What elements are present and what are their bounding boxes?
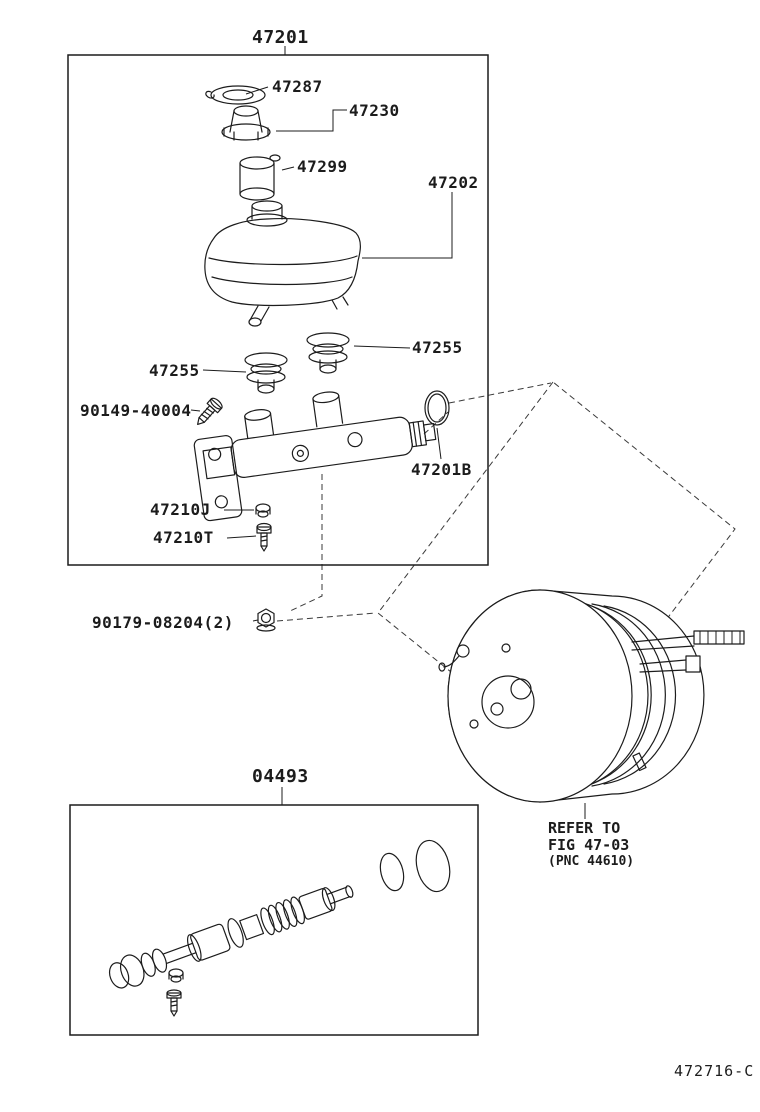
part-label-47299[interactable]: 47299 <box>297 157 348 176</box>
refer-note-line2: FIG 47-03 <box>548 836 630 854</box>
filter-drawing <box>239 154 281 201</box>
diagram-code: 472716-C <box>674 1062 755 1080</box>
master-cylinder-drawing <box>193 391 437 522</box>
grommet-upper-drawing <box>306 332 350 374</box>
reservoir-cap-drawing <box>221 105 271 141</box>
brake-booster-drawing <box>438 589 745 803</box>
part-label-47255-upper[interactable]: 47255 <box>412 338 463 357</box>
part-label-47210J[interactable]: 47210J <box>150 500 211 519</box>
repair-kit-drawing <box>108 839 451 989</box>
part-label-47202[interactable]: 47202 <box>428 173 479 192</box>
grommet-lower-drawing <box>244 352 288 394</box>
screw-drawing <box>256 522 272 552</box>
leader-lines <box>190 46 586 819</box>
reservoir-drawing <box>204 200 361 327</box>
part-label-47230[interactable]: 47230 <box>349 101 400 120</box>
refer-note-line3: (PNC 44610) <box>548 854 635 869</box>
bleeder-screw-drawing <box>197 397 223 426</box>
refer-note-line1: REFER TO <box>548 819 621 837</box>
nut-drawing <box>256 608 276 632</box>
part-label-47255-lower[interactable]: 47255 <box>149 361 200 380</box>
refer-note[interactable]: REFER TO FIG 47-03 (PNC 44610) <box>548 820 634 870</box>
part-label-47201B[interactable]: 47201B <box>411 460 472 479</box>
part-label-90179-08204[interactable]: 90179-08204(2) <box>92 613 234 632</box>
cap-seal-drawing <box>205 85 266 105</box>
part-label-47210T[interactable]: 47210T <box>153 528 214 547</box>
part-label-47201[interactable]: 47201 <box>252 27 309 48</box>
part-label-04493[interactable]: 04493 <box>252 766 309 787</box>
part-label-90149-40004[interactable]: 90149-40004 <box>80 401 192 420</box>
o-ring-drawing <box>424 390 450 426</box>
assembly-box <box>67 54 489 566</box>
small-parts-drawing <box>166 968 184 1017</box>
clip-drawing <box>255 503 271 518</box>
kit-box <box>69 804 479 1036</box>
part-label-47287[interactable]: 47287 <box>272 77 323 96</box>
